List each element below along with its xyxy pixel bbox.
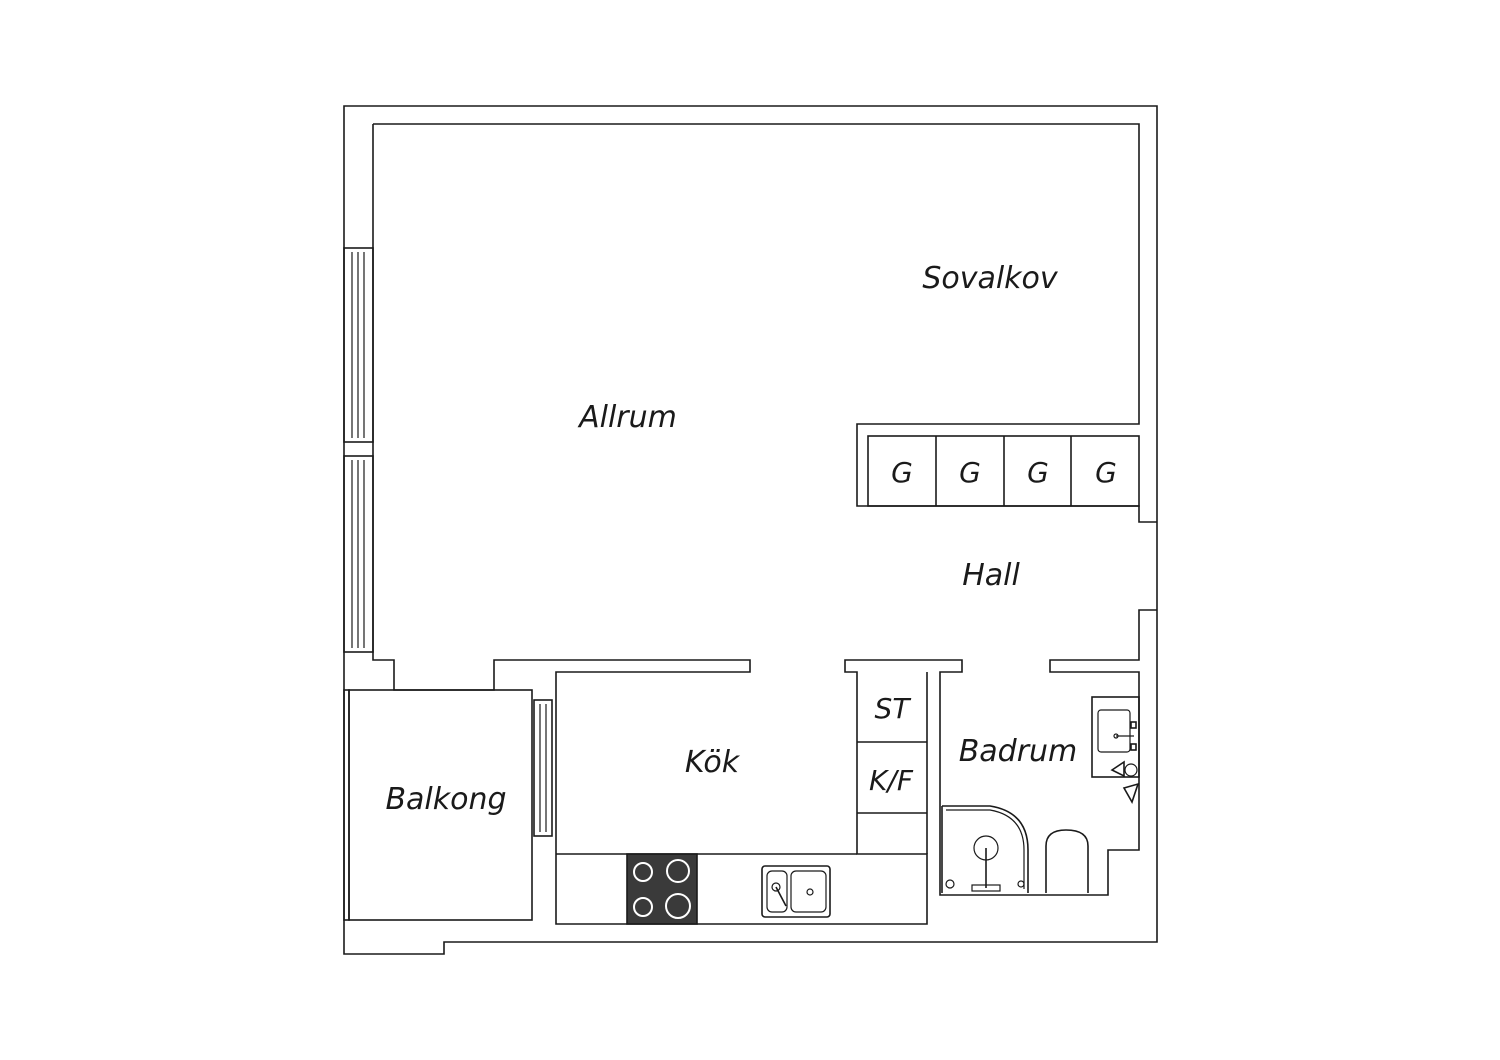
wardrobe-label-4: G: [1095, 456, 1117, 489]
room-label-allrum: Allrum: [577, 400, 677, 435]
wardrobe-label-3: G: [1027, 456, 1049, 489]
room-label-hall: Hall: [962, 558, 1020, 593]
window-left-upper: [343, 247, 374, 443]
room-label-sovalkov: Sovalkov: [922, 261, 1059, 296]
kitchen-tall-cabinets: [857, 672, 928, 854]
room-label-balkong: Balkong: [385, 782, 506, 817]
inner-wall-entrance: [372, 124, 1157, 925]
bathroom-sink: [1091, 696, 1140, 804]
wardrobe-label-1: G: [891, 456, 913, 489]
toilet: [1045, 829, 1089, 893]
window-left-lower: [343, 455, 374, 653]
balcony: [343, 689, 533, 921]
inner-wall: [373, 123, 1157, 523]
wardrobe-label-2: G: [959, 456, 981, 489]
st-label: ST: [875, 692, 912, 725]
kitchen-sink: [761, 865, 831, 918]
outer-wall: [343, 105, 1158, 955]
stove: [626, 853, 698, 925]
shower: [941, 805, 1029, 893]
room-label-kok: Kök: [685, 745, 741, 780]
kf-label: K/F: [869, 764, 914, 797]
wardrobe-row: [867, 435, 1140, 507]
window-kitchen-balcony: [533, 699, 553, 837]
room-label-badrum: Badrum: [959, 734, 1078, 769]
